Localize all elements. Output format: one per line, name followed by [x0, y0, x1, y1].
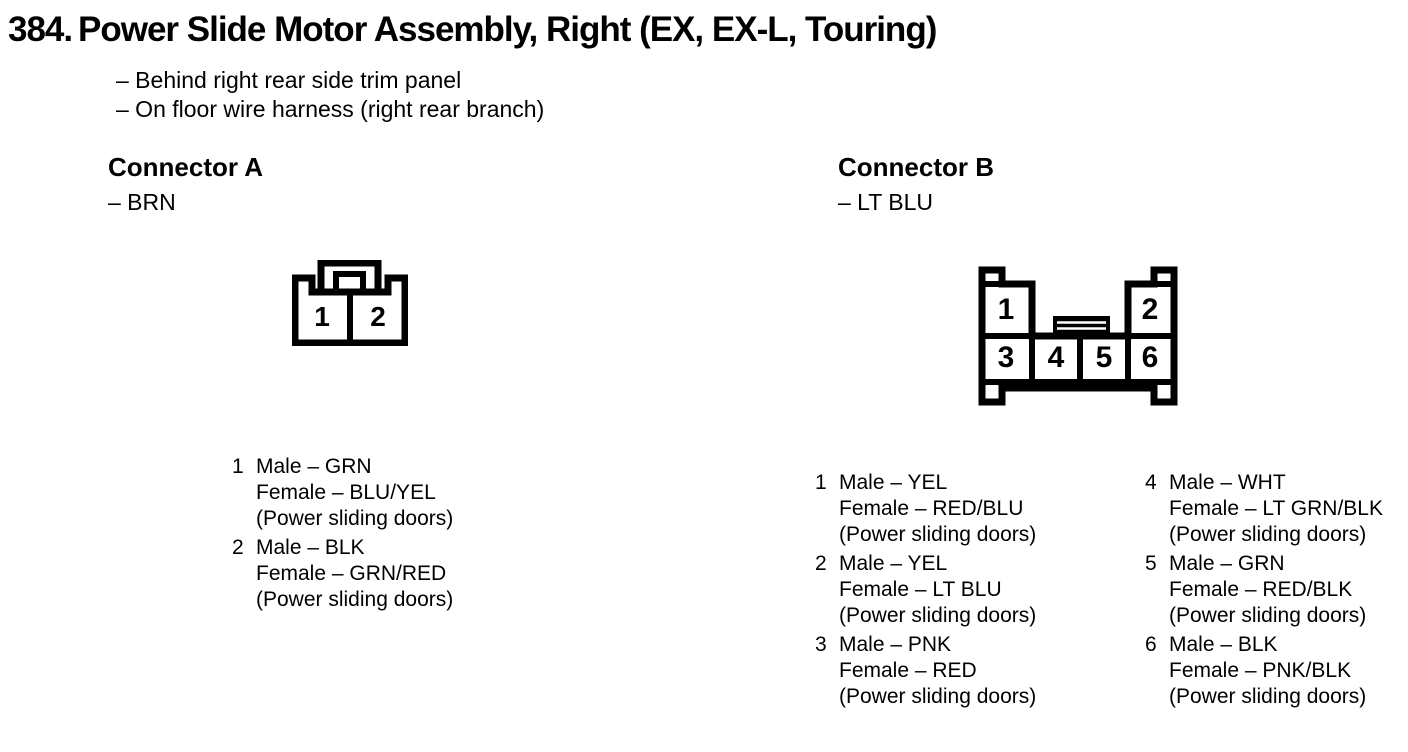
pin-number: 5 — [1145, 552, 1157, 575]
pin-detail: Male – BLK Female – PNK/BLK (Power slidi… — [1169, 632, 1366, 710]
connector-a-color: – BRN — [108, 189, 176, 215]
pin-number: 2 — [232, 536, 244, 559]
connector-a-pin-1: 1 — [314, 301, 330, 332]
location-line: – On floor wire harness (right rear bran… — [116, 96, 545, 122]
pin-male-wire: Male – WHT — [1169, 471, 1286, 494]
pin-detail: Male – PNK Female – RED (Power sliding d… — [839, 632, 1036, 710]
location-list: – Behind right rear side trim panel – On… — [116, 66, 544, 124]
connector-b-outline-drawing — [978, 266, 1178, 406]
connector-b-diagram: 1 2 3 4 5 6 — [978, 266, 1178, 406]
connector-a-heading: Connector A — [108, 152, 264, 182]
pin-entry: 2 Male – BLK Female – GRN/RED (Power sli… — [232, 535, 453, 613]
connector-b-body-outline — [978, 266, 1178, 406]
connector-b-pin-4: 4 — [1047, 341, 1065, 374]
connector-b-pin-list-right: 4 Male – WHT Female – LT GRN/BLK (Power … — [1145, 470, 1383, 710]
connector-b-pin-1: 1 — [997, 293, 1015, 326]
connector-b-pin-5: 5 — [1095, 341, 1113, 374]
pin-number: 1 — [232, 455, 244, 478]
pin-detail: Male – YEL Female – RED/BLU (Power slidi… — [839, 470, 1036, 548]
connector-b-heading: Connector B — [838, 152, 994, 182]
pin-male-wire: Male – BLK — [1169, 633, 1278, 656]
pin-entry: 3 Male – PNK Female – RED (Power sliding… — [815, 632, 1036, 710]
pin-number: 2 — [815, 552, 827, 575]
connector-a-diagram: 1 2 — [292, 260, 408, 346]
page-title-row: 384. Power Slide Motor Assembly, Right (… — [8, 10, 937, 50]
page-title: Power Slide Motor Assembly, Right (EX, E… — [78, 10, 937, 49]
pin-female-wire: Female – RED — [839, 659, 977, 682]
pin-female-wire: Female – RED/BLU — [839, 497, 1024, 520]
pin-circuit-note: (Power sliding doors) — [256, 507, 454, 530]
pin-circuit-note: (Power sliding doors) — [839, 685, 1037, 708]
pin-male-wire: Male – GRN — [256, 455, 372, 478]
connector-b-pin-2: 2 — [1141, 293, 1159, 326]
pin-male-wire: Male – YEL — [839, 471, 948, 494]
pin-female-wire: Female – LT GRN/BLK — [1169, 497, 1383, 520]
pin-detail: Male – WHT Female – LT GRN/BLK (Power sl… — [1169, 470, 1383, 548]
connector-a-pin-2: 2 — [370, 301, 386, 332]
pin-male-wire: Male – PNK — [839, 633, 952, 656]
connector-b-pin-3: 3 — [997, 341, 1015, 374]
pin-entry: 5 Male – GRN Female – RED/BLK (Power sli… — [1145, 551, 1383, 629]
pin-number: 6 — [1145, 633, 1157, 656]
pin-number: 1 — [815, 471, 827, 494]
pin-entry: 6 Male – BLK Female – PNK/BLK (Power sli… — [1145, 632, 1383, 710]
connector-a-latch-outer — [317, 260, 382, 296]
connector-a-body-outline — [292, 274, 408, 346]
connector-b-color: – LT BLU — [838, 189, 934, 215]
connector-a-outline-drawing — [292, 260, 408, 346]
pin-circuit-note: (Power sliding doors) — [1169, 523, 1367, 546]
pin-male-wire: Male – GRN — [1169, 552, 1285, 575]
connector-b-latch — [1053, 316, 1110, 336]
pin-circuit-note: (Power sliding doors) — [839, 604, 1037, 627]
pin-female-wire: Female – BLU/YEL — [256, 481, 436, 504]
pin-circuit-note: (Power sliding doors) — [256, 588, 454, 611]
pin-detail: Male – GRN Female – BLU/YEL (Power slidi… — [256, 454, 453, 532]
pin-detail: Male – YEL Female – LT BLU (Power slidin… — [839, 551, 1036, 629]
pin-female-wire: Female – RED/BLK — [1169, 578, 1353, 601]
pin-male-wire: Male – YEL — [839, 552, 948, 575]
pin-entry: 4 Male – WHT Female – LT GRN/BLK (Power … — [1145, 470, 1383, 548]
location-line: – Behind right rear side trim panel — [116, 67, 462, 93]
section-number: 384. — [8, 10, 73, 49]
pin-entry: 2 Male – YEL Female – LT BLU (Power slid… — [815, 551, 1036, 629]
pin-number: 4 — [1145, 471, 1157, 494]
pin-number: 3 — [815, 633, 827, 656]
pin-female-wire: Female – GRN/RED — [256, 562, 447, 585]
pin-detail: Male – BLK Female – GRN/RED (Power slidi… — [256, 535, 453, 613]
pin-male-wire: Male – BLK — [256, 536, 365, 559]
connector-b-pin-6: 6 — [1141, 341, 1159, 374]
pin-female-wire: Female – LT BLU — [839, 578, 1002, 601]
pin-detail: Male – GRN Female – RED/BLK (Power slidi… — [1169, 551, 1366, 629]
pin-female-wire: Female – PNK/BLK — [1169, 659, 1352, 682]
pin-entry: 1 Male – GRN Female – BLU/YEL (Power sli… — [232, 454, 453, 532]
pin-circuit-note: (Power sliding doors) — [1169, 685, 1367, 708]
connector-a-pin-list: 1 Male – GRN Female – BLU/YEL (Power sli… — [232, 454, 453, 613]
connector-b-pin-list-left: 1 Male – YEL Female – RED/BLU (Power sli… — [815, 470, 1036, 710]
pin-circuit-note: (Power sliding doors) — [1169, 604, 1367, 627]
pin-entry: 1 Male – YEL Female – RED/BLU (Power sli… — [815, 470, 1036, 548]
pin-circuit-note: (Power sliding doors) — [839, 523, 1037, 546]
